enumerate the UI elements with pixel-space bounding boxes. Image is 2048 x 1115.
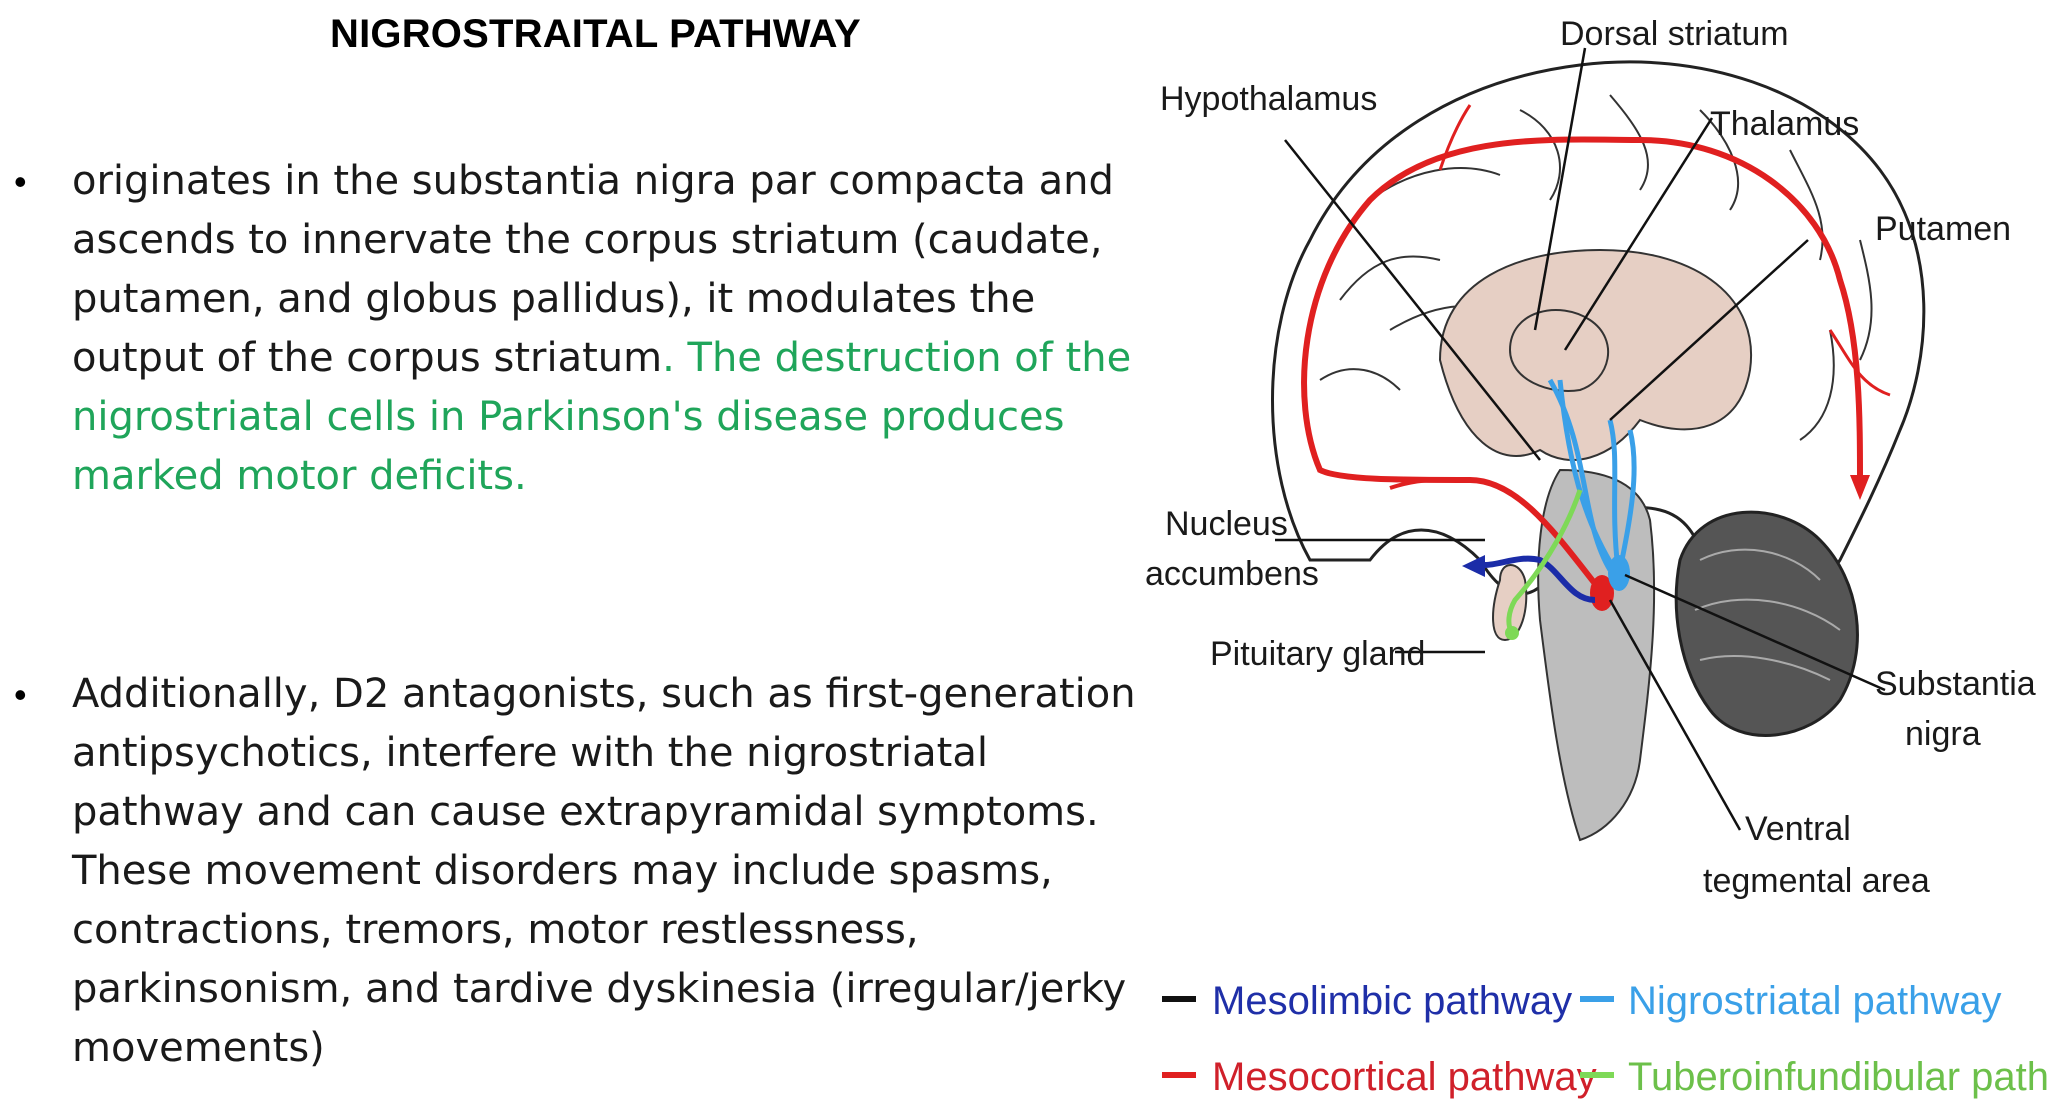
label-ventral-tegmental-2: tegmental area	[1703, 862, 1930, 900]
legend-swatch-mesolimbic	[1162, 996, 1196, 1002]
legend-label-mesocortical: Mesocortical pathway	[1212, 1055, 1597, 1099]
bullet-text: originates in the substantia nigra par c…	[72, 152, 1152, 506]
label-nucleus-accumbens-1: Nucleus	[1165, 505, 1288, 543]
substantia-nigra-dot	[1608, 555, 1630, 591]
page-title: NIGROSTRAITAL PATHWAY	[330, 12, 861, 56]
label-dorsal-striatum: Dorsal striatum	[1560, 15, 1789, 53]
legend-swatch-tuberoinfundibular	[1580, 1072, 1614, 1078]
label-ventral-tegmental-1: Ventral	[1745, 810, 1851, 848]
legend-label-mesolimbic: Mesolimbic pathway	[1212, 979, 1572, 1023]
mesocortical-branch	[1438, 104, 1472, 171]
label-thalamus: Thalamus	[1710, 105, 1859, 143]
bullet-highlight: . The destruction of the nigrostriatal c…	[72, 335, 1132, 499]
brain-pathway-diagram: Dorsal striatum Hypothalamus Thalamus Pu…	[1145, 15, 2048, 1099]
label-substantia-nigra-1: Substantia	[1875, 665, 2036, 703]
brainstem	[1537, 468, 1656, 842]
tuberoinfundibular-path	[1506, 489, 1583, 635]
label-hypothalamus: Hypothalamus	[1160, 80, 1377, 118]
label-pituitary-gland: Pituitary gland	[1210, 635, 1425, 673]
mesolimbic-path	[1484, 555, 1596, 603]
label-nucleus-accumbens-2: accumbens	[1145, 555, 1319, 593]
bullet-body: Additionally, D2 antagonists, such as fi…	[72, 671, 1136, 1071]
legend-swatch-nigrostriatal	[1580, 996, 1614, 1002]
legend-label-nigrostriatal: Nigrostriatal pathway	[1628, 979, 2002, 1023]
legend: Mesolimbic pathway Nigrostriatal pathway…	[1162, 979, 2048, 1099]
bullet-body: originates in the substantia nigra par c…	[72, 158, 1114, 381]
mesocortical-branch	[1828, 329, 1891, 397]
pituitary-shape	[1492, 564, 1528, 642]
cerebellum	[1674, 510, 1859, 737]
legend-swatch-mesocortical	[1162, 1072, 1196, 1078]
ventral-tegmental-area	[1590, 575, 1614, 611]
cerebellum-folds	[1694, 548, 1841, 681]
tuberoinfundibular-end	[1505, 626, 1519, 640]
legend-label-tuberoinfundibular: Tuberoinfundibular pathway	[1628, 1055, 2048, 1099]
mesolimbic-arrow	[1462, 555, 1485, 577]
mesocortical-branch	[1389, 477, 1471, 490]
bullet-text: Additionally, D2 antagonists, such as fi…	[72, 665, 1152, 1078]
pointer-lines	[1275, 47, 1886, 831]
thalamus-shape	[1508, 309, 1609, 392]
nigrostriatal-path	[1547, 378, 1637, 572]
label-putamen: Putamen	[1875, 210, 2011, 248]
mesocortical-arrow	[1850, 475, 1870, 500]
bullet-marker: •	[14, 674, 27, 715]
label-substantia-nigra-2: nigra	[1905, 715, 1981, 753]
bullet-marker: •	[14, 161, 27, 202]
